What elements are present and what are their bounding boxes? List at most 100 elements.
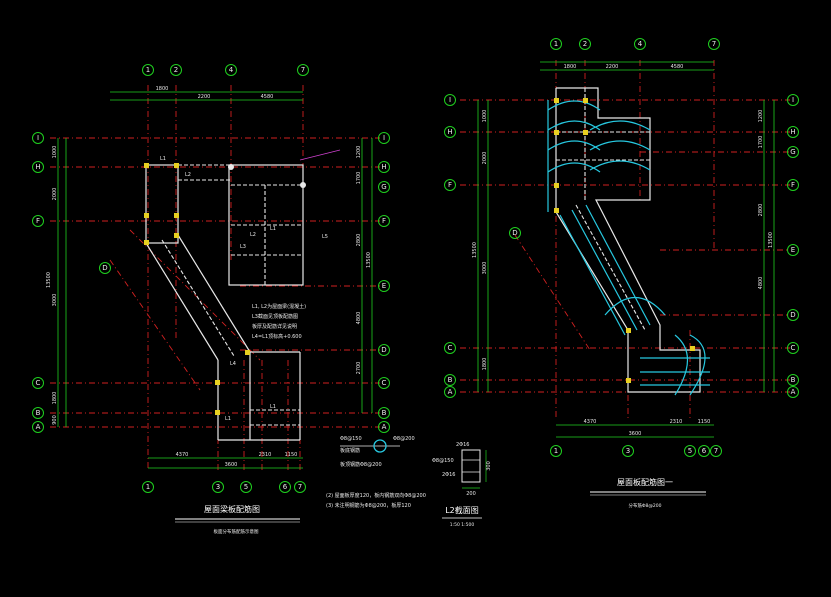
dim-text: 3000 (482, 262, 488, 275)
left-bottom-dimensions: 4370 3600 2310 1150 (148, 452, 303, 469)
column (174, 163, 179, 168)
column (554, 130, 559, 135)
section-label: Φ8@150 (432, 458, 454, 464)
axis-bubble (708, 38, 720, 50)
axis-label: C (36, 379, 41, 387)
dim-text: 1800 (52, 392, 58, 405)
beam-label: L4 (230, 361, 236, 367)
right-title-block: 屋面板配筋图一 分布筋Φ8@200 (590, 477, 706, 509)
dim-text: 300 (486, 461, 492, 471)
note-line: (3) 未注明钢筋为Φ8@200，板厚120 (326, 502, 411, 509)
dim-text: 2310 (259, 452, 272, 458)
column (245, 350, 250, 355)
beam-label: L1 (270, 226, 276, 232)
right-grid-lines (460, 60, 790, 420)
column (554, 208, 559, 213)
dim-text: 3000 (52, 294, 58, 307)
dim-text: 1150 (285, 452, 298, 458)
left-top-dimensions: 1800 2200 4580 (110, 86, 303, 101)
axis-label: H (790, 128, 795, 136)
legend-caption: 板顶钢筋Φ8@200 (340, 461, 382, 468)
right-bottom-dimensions: 4370 3600 2310 1150 (556, 419, 714, 438)
beam-label: L2 (185, 172, 191, 178)
axis-bubble (378, 377, 390, 389)
axis-bubble (378, 407, 390, 419)
dim-text: 2700 (356, 362, 362, 375)
left-beams (145, 149, 341, 441)
legend-label: 板底钢筋 (340, 447, 360, 454)
axis-label: H (447, 128, 452, 136)
axis-label: C (382, 379, 387, 387)
axis-label: C (791, 344, 796, 352)
column (554, 183, 559, 188)
axis-label: 7 (301, 66, 305, 74)
legend-label: Φ8@150 (340, 436, 362, 442)
column (690, 346, 695, 351)
column (144, 213, 149, 218)
axis-label: F (36, 217, 40, 225)
axis-bubble (787, 126, 799, 138)
axis-bubble (698, 445, 710, 457)
axis-bubble (240, 481, 252, 493)
dim-text: 13500 (46, 272, 52, 288)
dim-text: 2000 (482, 152, 488, 165)
axis-label: 3 (626, 447, 630, 455)
column (174, 213, 179, 218)
right-plan-right-dimensions: 1200 1700 2800 4800 13500 (758, 100, 775, 392)
axis-label: G (381, 183, 386, 191)
dim-text: 200 (466, 491, 476, 497)
axis-bubble (378, 421, 390, 433)
dim-text: 1000 (482, 110, 488, 123)
left-beam-labels: L1 L2 L3 L1 L2 L4 L1 L1 L5 (160, 156, 328, 422)
beam-label: L2 (250, 232, 256, 238)
axis-label: 1 (146, 483, 150, 491)
axis-bubble (297, 64, 309, 76)
section-label: 2Φ16 (456, 442, 469, 448)
axis-bubble (787, 94, 799, 106)
left-notes: L1, L2为屋面梁(混凝土) L3截面见顶板配筋图 板厚及配筋详见说明 L4=… (252, 303, 426, 509)
axis-bubble (509, 227, 521, 239)
slab-outline (555, 87, 701, 393)
axis-bubble (212, 481, 224, 493)
axis-bubble (378, 344, 390, 356)
left-columns (144, 163, 306, 415)
axis-bubble (32, 161, 44, 173)
axis-bubble (225, 64, 237, 76)
axis-label: 1 (554, 447, 558, 455)
axis-bubble (378, 132, 390, 144)
dim-text: 1150 (698, 419, 711, 425)
axis-bubble (787, 244, 799, 256)
section-subtitle: 1:50 1:500 (450, 522, 475, 528)
axis-label: 4 (229, 66, 234, 74)
column (583, 130, 588, 135)
diagonal-beam (177, 234, 251, 353)
column (583, 98, 588, 103)
column-node (300, 182, 306, 188)
dim-text: 2200 (198, 94, 211, 100)
axis-label: 7 (298, 483, 302, 491)
rebar-arc (674, 334, 688, 396)
beam-label: L1 (270, 404, 276, 410)
axis-label: 6 (702, 447, 707, 455)
beam-label: L3 (240, 244, 246, 250)
axis-bubble (294, 481, 306, 493)
rebar-line (559, 214, 626, 336)
axis-label: B (791, 376, 796, 384)
column (144, 240, 149, 245)
rebar-arc (547, 100, 601, 111)
column (215, 380, 220, 385)
axis-bubble (550, 445, 562, 457)
grid-line (109, 259, 201, 391)
axis-label: 2 (174, 66, 178, 74)
dim-text: 4800 (356, 312, 362, 325)
rebar-arc (589, 120, 651, 131)
beam-outline (228, 164, 304, 286)
axis-label: 2 (583, 40, 587, 48)
dim-text: 1800 (564, 64, 577, 70)
axis-bubble (579, 38, 591, 50)
axis-label: B (382, 409, 387, 417)
rebar-arc (589, 140, 651, 151)
section-detail: 2Φ16 Φ8@150 2Φ16 300 200 L2截面图 1:50 1:50… (432, 442, 492, 528)
axis-bubble (787, 374, 799, 386)
